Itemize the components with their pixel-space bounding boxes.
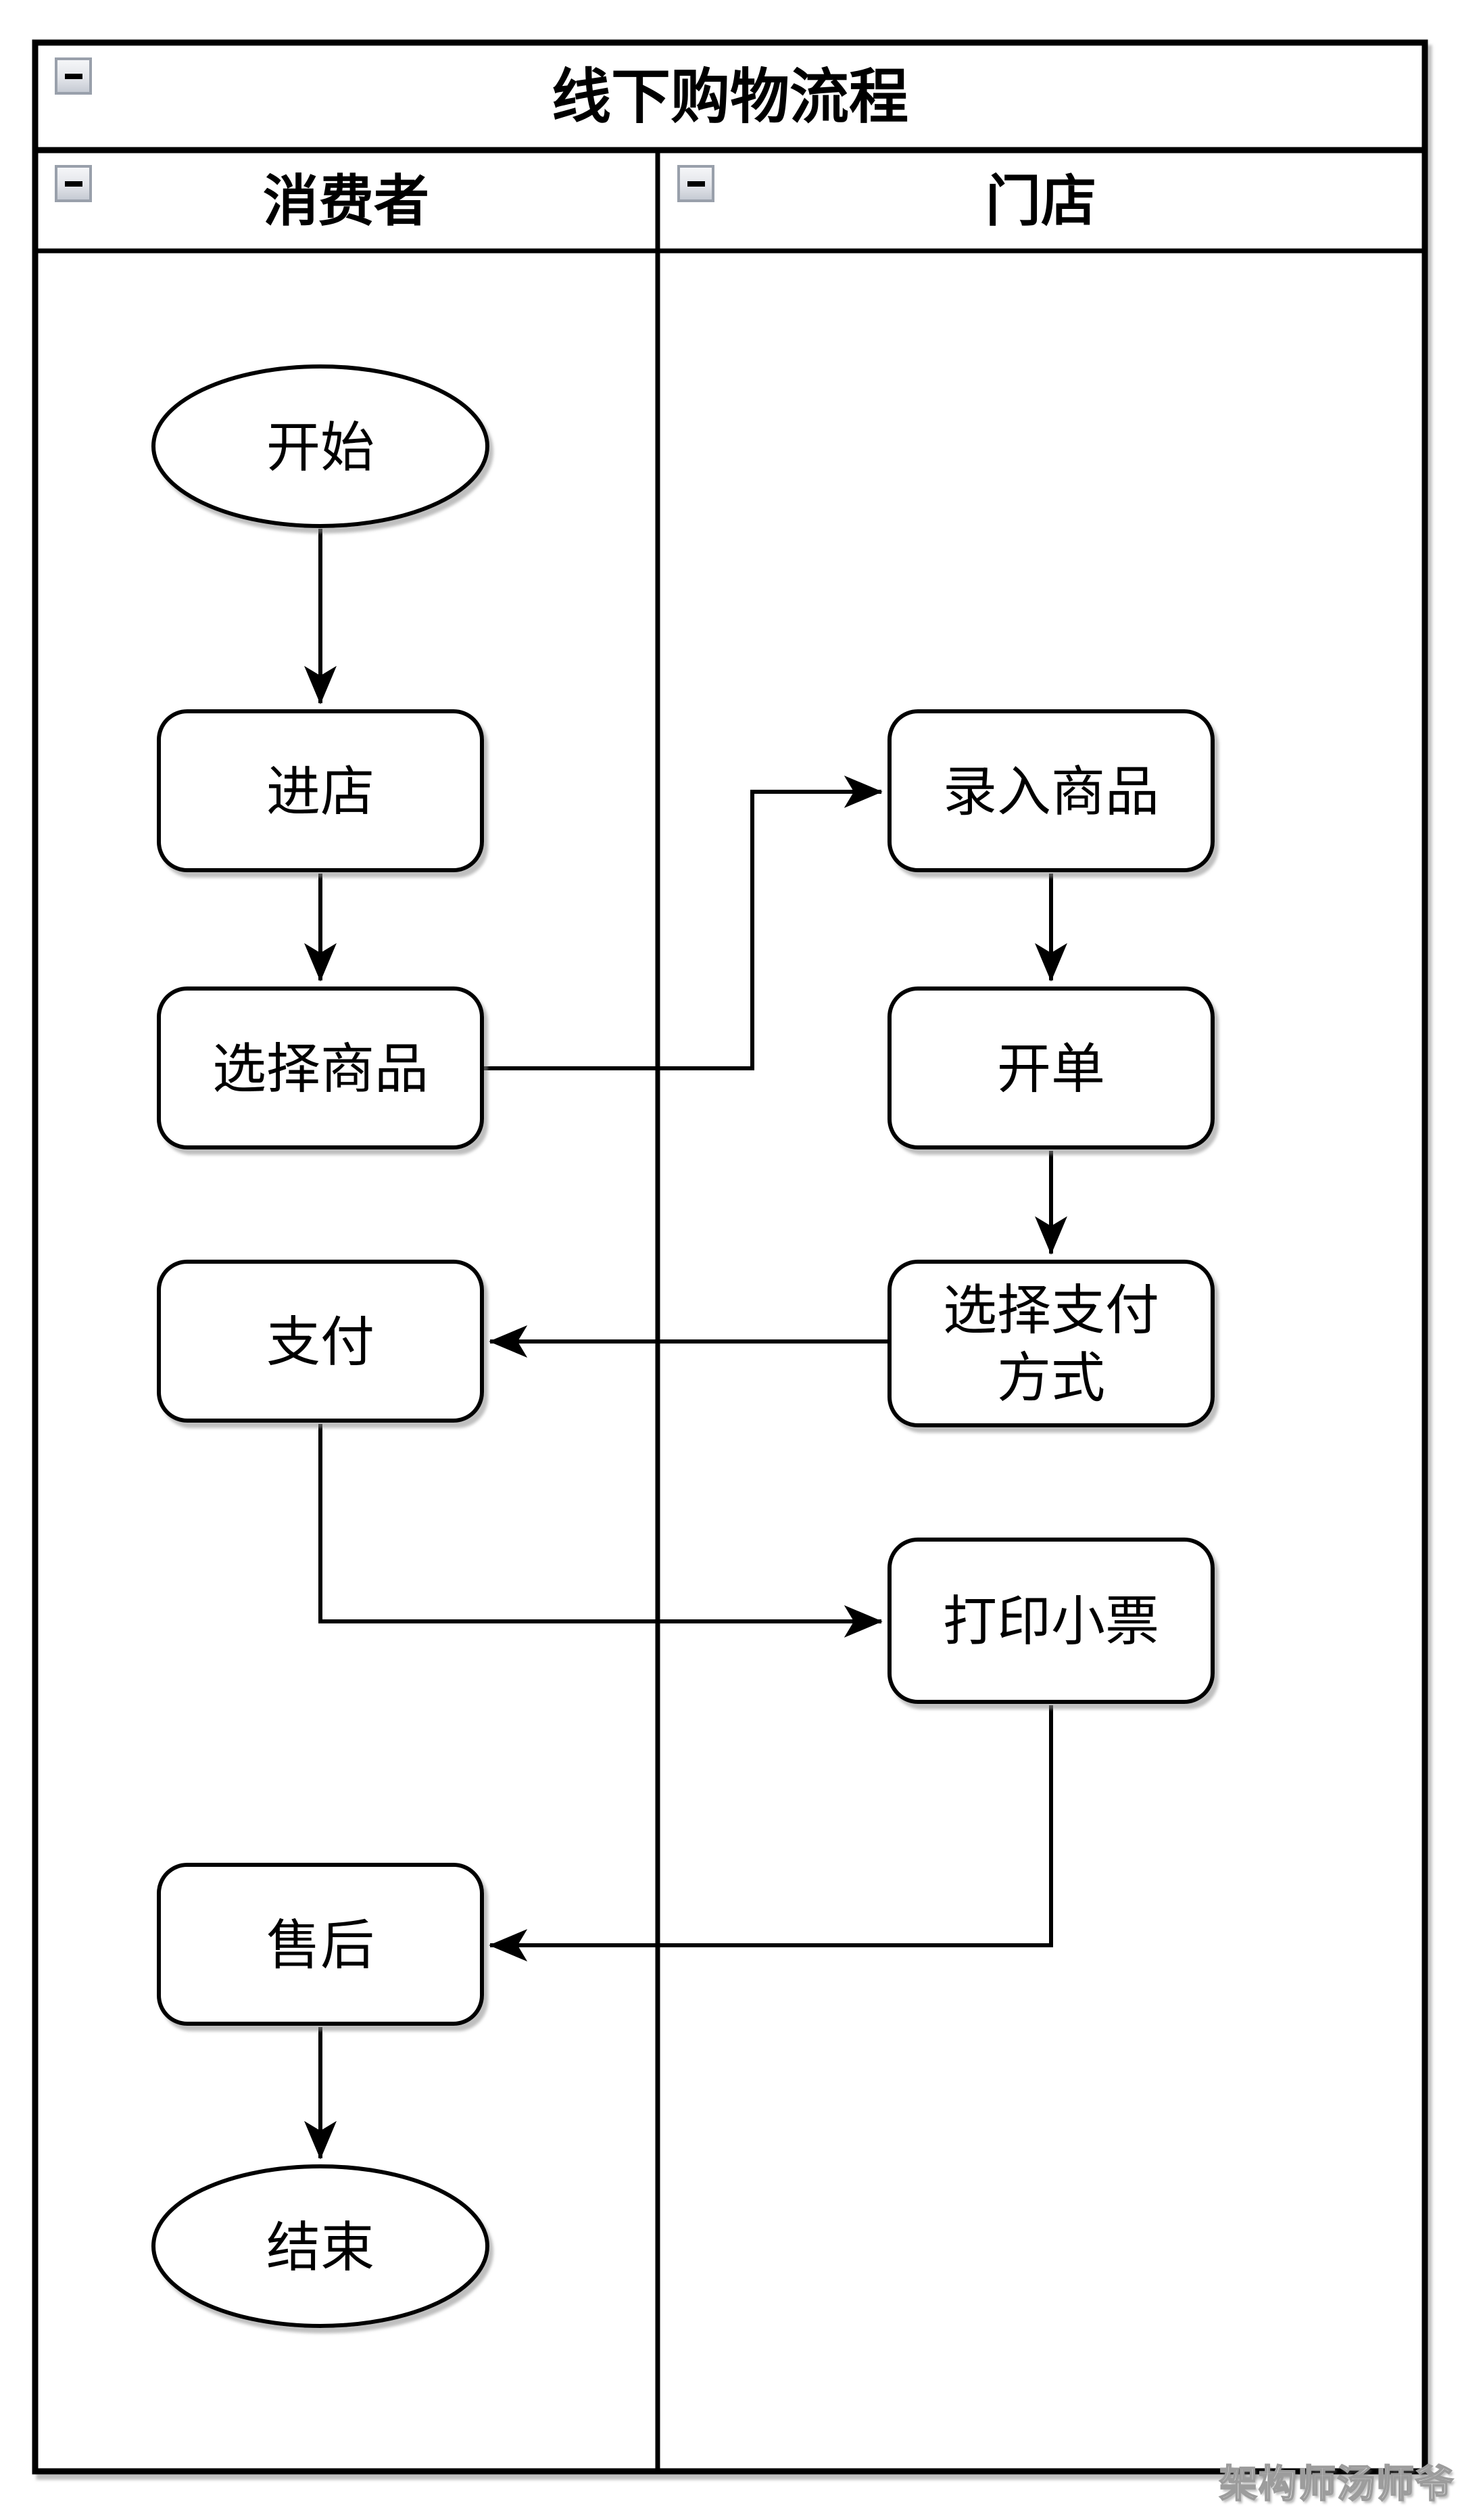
node-after-sales[interactable]: 售后 [157,1863,484,2026]
node-choose-payment-shape[interactable] [887,1260,1215,1427]
minus-icon [65,74,82,79]
lane-consumer-collapse-button[interactable] [55,165,92,202]
node-input-goods[interactable]: 录入商品 [887,709,1215,872]
node-pay-shape[interactable] [157,1260,484,1423]
lane-header-consumer: 消费者 [55,165,429,233]
node-choose-payment-label-line2: 方式 [997,1348,1105,1408]
pool-collapse-button[interactable] [55,57,92,95]
node-after-sales-label: 售后 [266,1916,374,1976]
node-start-label: 开始 [266,418,374,478]
node-print-receipt-label: 打印小票 [943,1592,1159,1652]
pool-title: 线下购物流程 [552,64,908,130]
minus-icon [687,181,705,187]
node-enter-store[interactable]: 进店 [157,709,484,872]
node-start-shape[interactable] [151,364,489,528]
node-enter-store-label: 进店 [266,762,374,822]
node-pay-label: 支付 [266,1312,374,1373]
edge-pay-to-print-receipt [318,1424,883,1638]
node-print-receipt-shape[interactable] [887,1538,1215,1704]
collapse-button-face[interactable] [677,165,714,202]
lane-consumer-label: 消费者 [263,171,429,233]
node-after-sales-shape[interactable] [157,1863,484,2026]
node-print-receipt[interactable]: 打印小票 [887,1538,1215,1704]
node-input-goods-label: 录入商品 [943,762,1159,822]
node-end-shape[interactable] [151,2164,489,2328]
edge-print-receipt-to-after-sales [489,1705,1053,1962]
node-enter-store-shape[interactable] [157,709,484,872]
node-create-order[interactable]: 开单 [887,986,1215,1149]
node-create-order-shape[interactable] [887,986,1215,1149]
node-start[interactable]: 开始 [151,364,489,528]
node-select-goods-label: 选择商品 [212,1039,429,1099]
lane-store-label: 门店 [986,171,1096,233]
node-select-goods[interactable]: 选择商品 [157,986,484,1149]
node-end[interactable]: 结束 [151,2164,489,2328]
node-end-label: 结束 [266,2218,374,2278]
watermark: 架构师汤师爷 [1219,2462,1455,2506]
node-pay[interactable]: 支付 [157,1260,484,1423]
lane-store-collapse-button[interactable] [677,165,714,202]
node-create-order-label: 开单 [997,1039,1105,1099]
node-choose-payment-label-line1: 选择支付 [943,1281,1159,1341]
node-choose-payment[interactable]: 选择支付 方式 [887,1260,1215,1427]
edge-select-goods-to-input-goods [482,776,883,1070]
node-select-goods-shape[interactable] [157,986,484,1149]
node-input-goods-shape[interactable] [887,709,1215,872]
lane-header-store: 门店 [677,165,1096,233]
minus-icon [65,181,82,187]
